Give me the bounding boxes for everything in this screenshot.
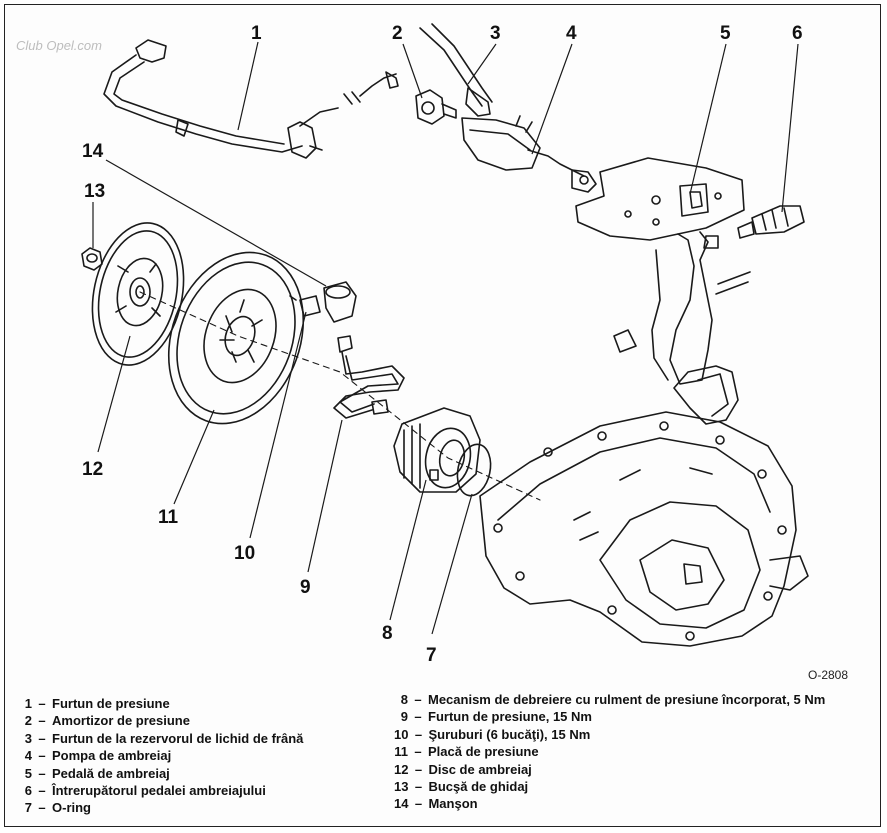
leader-line-3 — [467, 43, 497, 85]
clutch-master-cylinder-drawing — [461, 115, 597, 193]
callout-10: 10 — [234, 543, 256, 564]
legend-item: 14–Manşon — [394, 796, 478, 812]
o-ring-drawing — [456, 443, 492, 497]
legend-item: 7–O-ring — [24, 800, 91, 816]
callout-4: 4 — [566, 23, 577, 44]
reservoir-hose-drawing — [419, 23, 493, 117]
callout-1: 1 — [251, 23, 262, 44]
release-mechanism-drawing — [393, 407, 481, 493]
watermark: Club Opel.com — [16, 38, 102, 53]
leader-line-4 — [531, 43, 573, 155]
leader-line-12 — [97, 335, 131, 453]
callout-7: 7 — [426, 645, 437, 666]
legend-item: 10–Şuruburi (6 bucăţi), 15 Nm — [394, 726, 591, 742]
guide-bush-drawing — [81, 247, 103, 271]
legend-right: 8–Mecanism de debreiere cu rulment de pr… — [394, 691, 825, 813]
leader-lines — [92, 41, 799, 635]
leader-line-5 — [689, 43, 727, 195]
legend-item: 8–Mecanism de debreiere cu rulment de pr… — [400, 692, 826, 707]
clutch-disc-drawing — [91, 222, 185, 366]
callout-2: 2 — [392, 23, 403, 44]
lower-pressure-hose-drawing — [333, 335, 405, 419]
leader-line-11 — [173, 409, 215, 505]
legend-item: 1–Furtun de presiune — [24, 696, 170, 711]
leader-line-7 — [431, 493, 473, 635]
leader-line-14 — [105, 159, 327, 287]
pressure-hose-drawing — [103, 39, 399, 159]
clutch-pedal-drawing — [575, 157, 751, 425]
legend-item: 9–Furtun de presiune, 15 Nm — [400, 709, 592, 725]
leader-line-6 — [781, 43, 799, 213]
legend-item: 13–Bucşă de ghidaj — [394, 779, 529, 795]
legend-item: 12–Disc de ambreiaj — [394, 761, 532, 777]
callout-3: 3 — [490, 23, 501, 44]
callout-9: 9 — [300, 577, 311, 598]
callout-13: 13 — [84, 181, 106, 202]
assembly-axis-line — [139, 291, 541, 501]
legend-item: 5–Pedală de ambreiaj — [24, 765, 170, 781]
legend-item: 3–Furtun de la rezervorul de lichid de f… — [24, 730, 304, 746]
leader-line-8 — [389, 479, 427, 621]
callout-14: 14 — [82, 141, 104, 162]
legend-item: 11–Placă de presiune — [394, 744, 539, 760]
gearbox-housing-drawing — [479, 411, 809, 647]
figure-code: O-2808 — [808, 668, 849, 682]
leader-line-10 — [249, 311, 307, 539]
callout-6: 6 — [792, 23, 803, 44]
callout-5: 5 — [720, 23, 731, 44]
leader-line-2 — [402, 43, 423, 99]
leader-line-1 — [237, 41, 259, 131]
figure-frame — [4, 4, 881, 827]
bolts-drawing — [289, 295, 321, 317]
callout-11: 11 — [158, 507, 179, 528]
callout-8: 8 — [382, 623, 393, 644]
legend-item: 2–Amortizor de presiune — [24, 713, 190, 729]
leader-line-9 — [307, 419, 343, 573]
legend-left: 1–Furtun de presiune 2–Amortizor de pres… — [18, 695, 304, 817]
pressure-damper-drawing — [415, 89, 457, 125]
sleeve-drawing — [323, 281, 357, 323]
pedal-switch-drawing — [737, 205, 805, 239]
callout-12: 12 — [82, 459, 104, 480]
legend-item: 6–Întrerupătorul pedalei ambreiajului — [24, 783, 266, 799]
legend-item: 4–Pompa de ambreiaj — [24, 748, 172, 764]
